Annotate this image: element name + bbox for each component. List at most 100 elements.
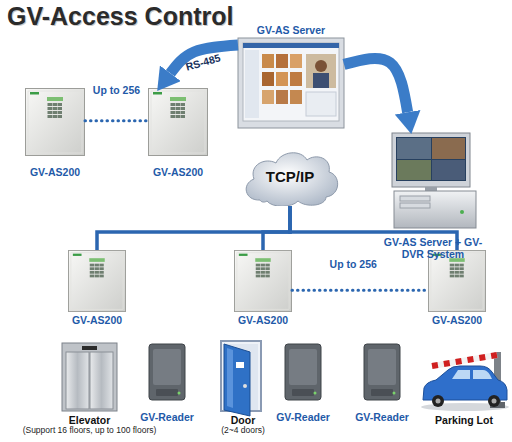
node-label: Elevator: [23, 414, 157, 426]
person-body: [313, 73, 329, 88]
thumbnail: [262, 54, 274, 68]
network-line: [97, 206, 290, 250]
node-label: Parking Lot: [435, 414, 493, 426]
thumbnail: [276, 90, 288, 104]
car-wheel: [488, 395, 500, 407]
node-label: GV-Reader: [140, 411, 194, 423]
photo-panel: [306, 54, 336, 88]
barrier-stripes: [432, 355, 497, 366]
floor-indicator: [82, 346, 97, 350]
flow-arrow: [344, 58, 408, 112]
node-label: GV-Reader: [276, 411, 330, 423]
node-label: GV-AS200: [72, 314, 122, 326]
door-highlight: [227, 348, 233, 408]
wheel-hub: [436, 399, 441, 404]
thumbnail: [276, 72, 288, 86]
network-line: [263, 206, 290, 250]
label-group: GV-AS200: [72, 314, 122, 326]
network-cloud: TCP/IP: [240, 148, 340, 206]
door-knob: [243, 384, 247, 388]
controller-cabinet: [234, 250, 291, 311]
node-label: GV-AS200: [30, 166, 80, 178]
server-screen-art: [238, 38, 344, 128]
controller-cabinet: [149, 89, 208, 156]
car-body: [423, 366, 507, 400]
node-label: Door: [221, 414, 265, 426]
car-window: [452, 370, 470, 379]
controller-panel: GV-AS200: [68, 250, 126, 312]
label-group: GV-AS200: [153, 166, 203, 178]
node-label: GV-AS200: [153, 166, 203, 178]
monitor-screen: [396, 137, 466, 181]
door-sign: [236, 362, 244, 368]
parking-lot-icon: Parking Lot: [420, 340, 508, 410]
thumbnail: [262, 90, 274, 104]
camera-view: [397, 138, 431, 159]
flow-arrow: [170, 45, 238, 73]
camera-view: [432, 160, 465, 180]
label-group: GV-AS200: [238, 314, 288, 326]
camera-view: [397, 160, 431, 180]
thumbnail: [290, 90, 302, 104]
door-panel: [224, 344, 250, 416]
card-reader: GV-Reader: [284, 343, 322, 401]
side-panel: [245, 50, 259, 118]
label-group: GV-AS Server + GV-DVR System: [373, 236, 493, 260]
monitor-frame: [392, 133, 470, 187]
edge-label: RS-485: [185, 52, 223, 73]
label-group: GV-Reader: [355, 411, 409, 423]
reader-device: [149, 344, 185, 400]
thumbnail: [290, 72, 302, 86]
node-label: GV-AS Server: [257, 24, 325, 36]
window-bar: [243, 43, 339, 48]
card-reader: GV-Reader: [148, 343, 186, 401]
reader-device: [285, 344, 321, 400]
camera-view: [432, 138, 465, 159]
dvr-workstation: GV-AS Server + GV-DVR System: [388, 133, 478, 228]
power-light: [460, 210, 464, 214]
drive-bay: [400, 196, 430, 201]
info-table: [306, 92, 336, 116]
reader-device: [364, 344, 400, 400]
car-window: [473, 370, 492, 379]
drive-bay: [400, 203, 430, 208]
elevator-frame: [62, 343, 117, 411]
node-label: TCP/IP: [266, 168, 314, 185]
monitor-screen: [243, 43, 339, 121]
node-label: GV-AS Server + GV-DVR System: [373, 236, 493, 260]
label-group: Door(2~4 doors): [221, 414, 265, 436]
node-note: (Support 16 floors, up to 100 floors): [23, 426, 157, 436]
thumbnail: [290, 54, 302, 68]
person-head: [315, 60, 327, 72]
label-group: GV-AS Server: [257, 24, 325, 36]
dotted-link: [292, 289, 428, 292]
controller-cabinet: [68, 250, 125, 311]
door-icon: Door(2~4 doors): [218, 338, 268, 410]
controller-panel: GV-AS200: [25, 88, 85, 156]
node-label: GV-AS200: [238, 314, 288, 326]
edge-label: Up to 256: [330, 258, 377, 270]
controller-panel: GV-AS200: [234, 250, 292, 312]
elevator-art: [62, 343, 117, 411]
dvr-workstation-art: [392, 133, 476, 228]
card-reader: GV-Reader: [363, 343, 401, 401]
thumbnail: [276, 54, 288, 68]
label-group: GV-Reader: [276, 411, 330, 423]
diagram-title: GV-Access Control: [7, 2, 233, 31]
controller-panel: GV-AS200: [148, 88, 208, 156]
thumbnail: [262, 72, 274, 86]
label-group: GV-AS200: [432, 314, 482, 326]
monitor-stand: [425, 187, 437, 191]
label-group: GV-Reader: [140, 411, 194, 423]
label-group: Elevator(Support 16 floors, up to 100 fl…: [23, 414, 157, 436]
car-wheel: [432, 395, 444, 407]
elevator-icon: Elevator(Support 16 floors, up to 100 fl…: [62, 343, 117, 411]
elevator-door: [90, 352, 113, 409]
computer-case: [394, 191, 476, 228]
edge-label: Up to 256: [93, 84, 140, 96]
server-monitor: GV-AS Server: [238, 38, 344, 126]
